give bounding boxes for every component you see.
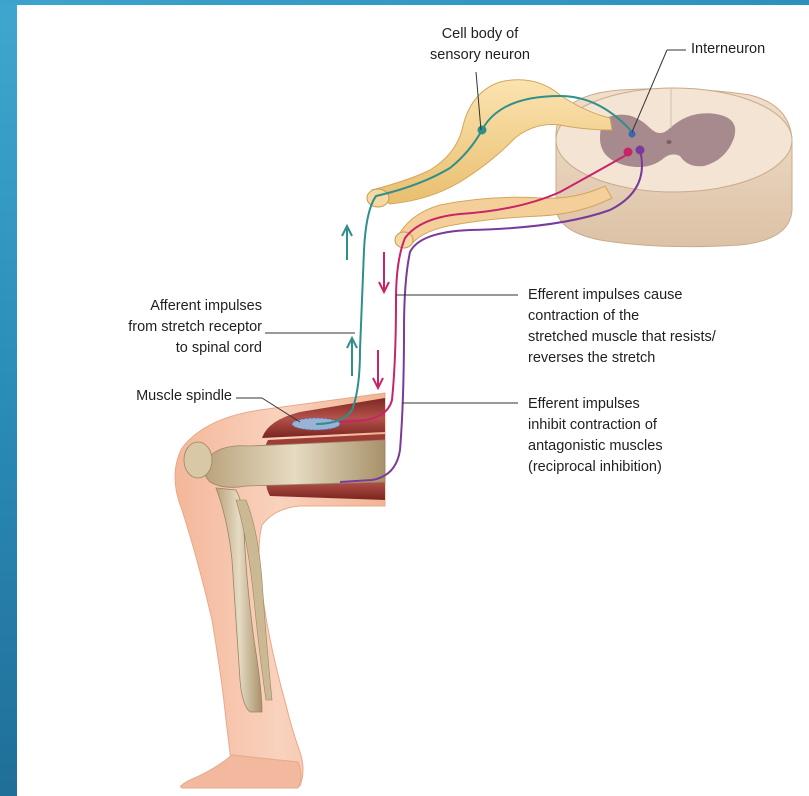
leg	[175, 393, 385, 788]
afferent-label-line2: from stretch receptor	[30, 317, 262, 338]
afferent-label-line1: Afferent impulses	[30, 296, 262, 317]
cell-body-label: Cell body of sensory neuron	[410, 24, 550, 66]
cell-body-label-line1: Cell body of	[410, 24, 550, 45]
efferent-contraction-line2: contraction of the	[528, 306, 716, 327]
cell-body-label-line2: sensory neuron	[410, 45, 550, 66]
efferent-inhibition-line1: Efferent impulses	[528, 394, 663, 415]
muscle-spindle-label: Muscle spindle	[60, 386, 232, 407]
efferent-contraction-label: Efferent impulses cause contraction of t…	[528, 285, 716, 369]
efferent-arrows	[373, 252, 389, 388]
afferent-impulses-label: Afferent impulses from stretch receptor …	[30, 296, 262, 359]
interneuron-label: Interneuron	[691, 39, 765, 60]
efferent-inhibition-label: Efferent impulses inhibit contraction of…	[528, 394, 663, 478]
efferent-contraction-line1: Efferent impulses cause	[528, 285, 716, 306]
efferent-inhibition-line2: inhibit contraction of	[528, 415, 663, 436]
efferent-inhibition-line3: antagonistic muscles	[528, 436, 663, 457]
afferent-arrows	[342, 226, 357, 376]
efferent-contraction-line3: stretched muscle that resists/	[528, 327, 716, 348]
afferent-label-line3: to spinal cord	[30, 338, 262, 359]
efferent-inhibition-line4: (reciprocal inhibition)	[528, 457, 663, 478]
efferent-contraction-line4: reverses the stretch	[528, 348, 716, 369]
